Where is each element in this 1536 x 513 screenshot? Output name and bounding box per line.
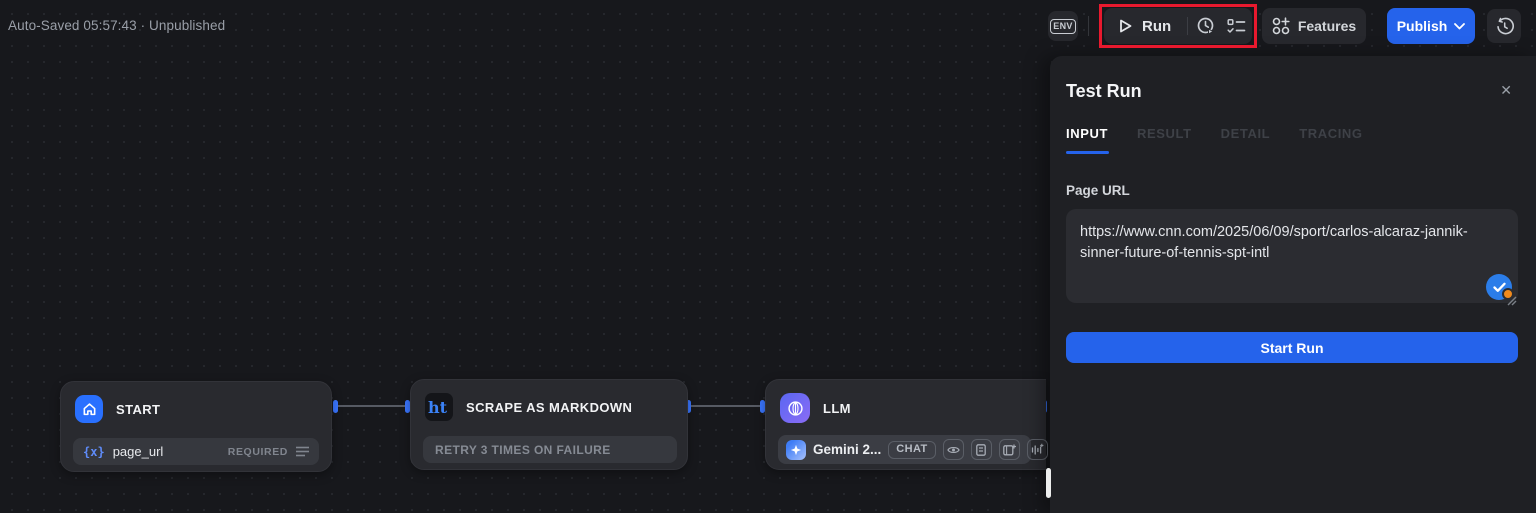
panel-title: Test Run bbox=[1066, 81, 1142, 101]
checklist-icon bbox=[1227, 18, 1246, 35]
run-group-red-highlight bbox=[1099, 4, 1257, 48]
publish-button[interactable]: Publish bbox=[1387, 8, 1475, 44]
toolbar-divider bbox=[1088, 16, 1089, 36]
tab-detail[interactable]: DETAIL bbox=[1220, 126, 1271, 141]
llm-node-title: LLM bbox=[823, 400, 851, 416]
notification-dot bbox=[1502, 288, 1514, 300]
edge-scrape-to-llm[interactable] bbox=[690, 405, 762, 407]
chevron-down-icon bbox=[1454, 22, 1466, 30]
close-icon[interactable]: ✕ bbox=[1500, 82, 1512, 98]
version-history-button[interactable] bbox=[1487, 9, 1521, 43]
test-run-panel: Test Run ✕ INPUT RESULT DETAIL TRACING P… bbox=[1050, 56, 1536, 513]
llm-input-port[interactable] bbox=[760, 400, 765, 413]
env-button[interactable]: ENV bbox=[1048, 11, 1078, 41]
scrape-node-header: ht SCRAPE AS MARKDOWN bbox=[425, 393, 632, 421]
publish-button-label: Publish bbox=[1396, 18, 1448, 34]
features-button-label: Features bbox=[1297, 18, 1357, 34]
eye-icon bbox=[946, 445, 960, 455]
clock-history-icon bbox=[1196, 16, 1216, 36]
page-url-label: Page URL bbox=[1066, 183, 1130, 198]
checklist-button[interactable] bbox=[1221, 8, 1252, 44]
scraper-logo-icon: ht bbox=[425, 393, 453, 421]
scrape-node-title: SCRAPE AS MARKDOWN bbox=[466, 399, 633, 415]
start-run-button[interactable]: Start Run bbox=[1066, 332, 1518, 363]
page-url-input[interactable]: https://www.cnn.com/2025/06/09/sport/car… bbox=[1066, 209, 1518, 303]
retry-badge-label: RETRY 3 TIMES ON FAILURE bbox=[435, 442, 611, 457]
retry-config-row[interactable]: RETRY 3 TIMES ON FAILURE bbox=[423, 436, 677, 463]
edge-start-to-scrape[interactable] bbox=[337, 405, 407, 407]
home-icon bbox=[75, 395, 103, 423]
document-icon bbox=[976, 443, 986, 456]
paragraph-lines-icon bbox=[296, 446, 309, 457]
panel-resize-handle[interactable] bbox=[1046, 468, 1051, 498]
run-history-button[interactable] bbox=[1190, 8, 1221, 44]
features-button[interactable]: Features bbox=[1262, 8, 1366, 44]
run-button-group: Run bbox=[1104, 8, 1252, 44]
chat-mode-badge: CHAT bbox=[888, 440, 936, 459]
panel-tabs: INPUT RESULT DETAIL TRACING bbox=[1066, 126, 1363, 154]
textarea-resize-grip[interactable] bbox=[1503, 294, 1517, 306]
autosave-status: Auto-Saved 05:57:43 · Unpublished bbox=[8, 18, 226, 33]
tab-result[interactable]: RESULT bbox=[1137, 126, 1192, 141]
tab-tracing[interactable]: TRACING bbox=[1299, 126, 1363, 141]
document-capability-badge bbox=[970, 439, 992, 460]
vision-capability-badge bbox=[942, 439, 964, 460]
variable-icon: {x} bbox=[83, 444, 105, 459]
waveform-icon bbox=[1031, 443, 1044, 456]
video-capability-badge bbox=[998, 439, 1020, 460]
llm-model-row[interactable]: Gemini 2... CHAT bbox=[778, 435, 1048, 464]
restore-clock-icon bbox=[1495, 17, 1514, 36]
start-node[interactable]: START {x} page_url REQUIRED bbox=[60, 381, 332, 472]
llm-model-name: Gemini 2... bbox=[813, 442, 882, 457]
features-icon bbox=[1272, 17, 1290, 35]
run-button-label: Run bbox=[1142, 17, 1172, 35]
tab-input[interactable]: INPUT bbox=[1066, 126, 1109, 154]
gemini-logo-icon bbox=[786, 439, 806, 460]
scraper-logo-text: ht bbox=[427, 397, 448, 417]
start-run-button-label: Start Run bbox=[1260, 339, 1324, 356]
llm-brain-icon bbox=[780, 393, 810, 423]
run-group-divider bbox=[1187, 17, 1189, 35]
scrape-input-port[interactable] bbox=[405, 400, 410, 413]
audio-capability-badge bbox=[1026, 439, 1048, 460]
play-icon bbox=[1118, 18, 1133, 34]
scrape-as-markdown-node[interactable]: ht SCRAPE AS MARKDOWN RETRY 3 TIMES ON F… bbox=[410, 379, 688, 470]
scrape-output-port[interactable] bbox=[686, 400, 691, 413]
llm-node-header: LLM bbox=[780, 393, 851, 423]
env-icon: ENV bbox=[1050, 18, 1076, 34]
run-button[interactable]: Run bbox=[1104, 8, 1185, 44]
variable-name: page_url bbox=[112, 444, 164, 459]
start-node-title: START bbox=[116, 401, 161, 417]
start-node-header: START bbox=[75, 395, 160, 423]
required-badge: REQUIRED bbox=[227, 445, 288, 458]
start-output-port[interactable] bbox=[333, 400, 338, 413]
film-icon bbox=[1002, 444, 1016, 456]
start-variable-row[interactable]: {x} page_url REQUIRED bbox=[73, 438, 319, 465]
llm-node[interactable]: LLM Gemini 2... CHAT bbox=[765, 379, 1048, 470]
